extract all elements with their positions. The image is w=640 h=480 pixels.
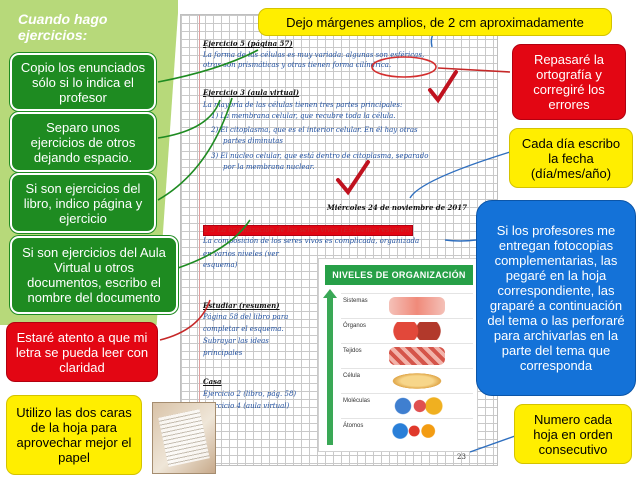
page-texture xyxy=(158,409,210,467)
notebook-photo xyxy=(152,402,216,474)
page-number: 23 xyxy=(457,453,466,461)
margin-line xyxy=(199,15,200,465)
spelling-callout: Repasaré la ortografía y corregiré los e… xyxy=(512,44,626,120)
level-label: Célula xyxy=(343,373,361,379)
section-title: Cuando hago ejercicios: xyxy=(18,11,108,43)
notebook-line: 3) El núcleo celular, que está dentro de… xyxy=(211,152,429,160)
notebook-line: La mayoría de las células tienen tres pa… xyxy=(203,101,403,109)
notebook-line: esquema) xyxy=(203,261,238,269)
notebook-line: Estudiar (resumen) xyxy=(203,301,280,310)
both-sides-callout: Utilizo las dos caras de la hoja para ap… xyxy=(6,395,142,475)
level-row: Tejidos xyxy=(341,343,473,368)
level-row: Célula xyxy=(341,368,473,393)
cell-icon xyxy=(389,372,445,390)
page-numbers-callout: Numero cada hoja en orden consecutivo xyxy=(514,404,632,464)
level-row: Átomos xyxy=(341,418,473,443)
margins-callout: Dejo márgenes amplios, de 2 cm aproximad… xyxy=(258,8,612,36)
notebook-line: Ejercicio 5 (página 57) xyxy=(203,39,293,48)
book-exercises-callout: Si son ejercicios del libro, indico pági… xyxy=(10,173,156,233)
notebook-line: otras son prismáticas y otras tienen for… xyxy=(203,61,392,69)
level-label: Sistemas xyxy=(343,298,368,304)
tissues-icon xyxy=(389,347,445,365)
level-label: Órganos xyxy=(343,323,367,329)
atoms-icon xyxy=(389,422,445,440)
notebook-line: Subrayar las ideas xyxy=(203,337,269,345)
notebook-line: Ejercicio 2 (libro, pág. 58) xyxy=(203,390,297,398)
notebook-line: 1) La membrana celular, que recubre toda… xyxy=(211,112,396,120)
level-label: Tejidos xyxy=(343,348,362,354)
handwriting-callout: Estaré atento a que mi letra se pueda le… xyxy=(6,322,158,382)
notebook-line: partes diminutas xyxy=(223,137,283,145)
up-arrow-icon xyxy=(323,289,337,445)
organization-levels-infographic: NIVELES DE ORGANIZACIÓN Sistemas Órganos… xyxy=(318,258,478,452)
notebook-line: principales xyxy=(203,349,243,357)
level-row: Moléculas xyxy=(341,393,473,418)
organs-icon xyxy=(389,322,445,340)
virtual-classroom-callout: Si son ejercicios del Aula Virtual u otr… xyxy=(10,236,178,314)
notebook-line: en varios niveles (ver xyxy=(203,250,279,258)
date-callout: Cada día escribo la fecha (día/mes/año) xyxy=(509,128,633,188)
organ-systems-icon xyxy=(389,297,445,315)
notebook-line: 2) El citoplasma, que es el interior cel… xyxy=(211,126,418,134)
level-label: Átomos xyxy=(343,423,364,429)
notebook-line: completar el esquema. xyxy=(203,325,284,333)
separate-exercises-callout: Separo unos ejercicios de otros dejando … xyxy=(10,112,156,172)
level-row: Sistemas xyxy=(341,293,473,318)
level-row: Órganos xyxy=(341,318,473,343)
notebook-line: La composición de los seres vivos es com… xyxy=(203,237,420,245)
molecules-icon xyxy=(389,397,445,415)
notebook-line: Ejercicio 4 (aula virtual) xyxy=(203,402,290,410)
notebook-line: por la membrana nuclear. xyxy=(223,163,315,171)
notebook-line: La forma de las células es muy variada: … xyxy=(203,51,425,59)
level-label: Moléculas xyxy=(343,398,371,404)
notebook-line: 2.3 La organización de los seres vivos (… xyxy=(203,225,414,236)
notebook-line: Ejercicio 3 (aula virtual) xyxy=(203,88,300,97)
date-line: Miércoles 24 de noviembre de 2017 xyxy=(327,203,468,212)
notebook-line: Página 58 del libro para xyxy=(203,313,289,321)
notebook-line: Casa xyxy=(203,377,222,386)
photocopies-callout: Si los profesores me entregan fotocopias… xyxy=(476,200,636,396)
infographic-title: NIVELES DE ORGANIZACIÓN xyxy=(325,265,473,285)
copy-statements-callout: Copio los enunciados sólo si lo indica e… xyxy=(10,53,156,111)
